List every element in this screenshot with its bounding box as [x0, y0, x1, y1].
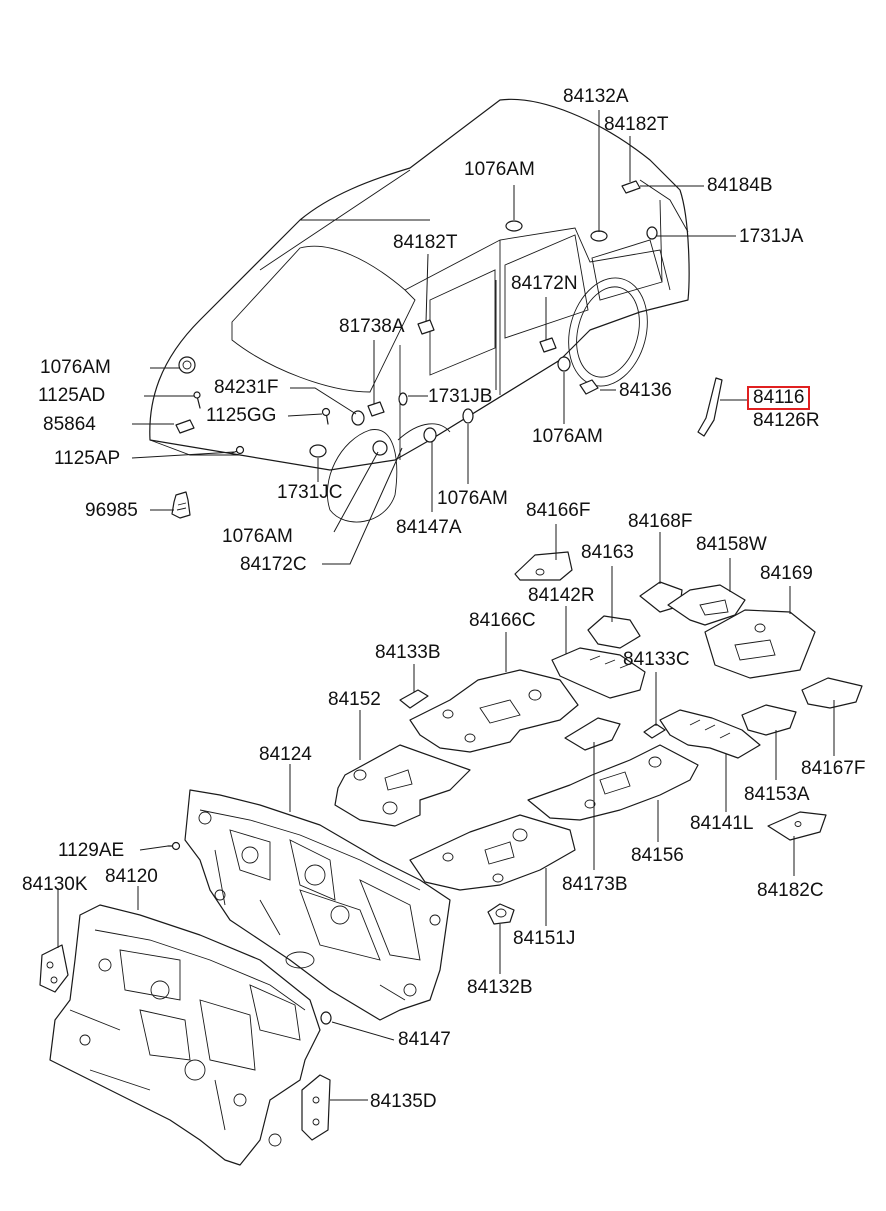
label-1076AM-roof[interactable]: 1076AM — [464, 159, 535, 180]
label-84135D[interactable]: 84135D — [370, 1091, 437, 1112]
label-1076AM-door[interactable]: 1076AM — [222, 526, 293, 547]
label-84142R[interactable]: 84142R — [528, 585, 595, 606]
vehicle-body-outline — [149, 98, 690, 523]
label-84231F[interactable]: 84231F — [214, 377, 279, 398]
label-84147[interactable]: 84147 — [398, 1029, 451, 1050]
label-84184B[interactable]: 84184B — [707, 175, 773, 196]
label-84182T-top[interactable]: 84182T — [604, 114, 669, 135]
plugs-and-grommets — [171, 180, 658, 519]
label-84153A[interactable]: 84153A — [744, 784, 810, 805]
label-84126R[interactable]: 84126R — [753, 410, 820, 431]
label-84172C[interactable]: 84172C — [240, 554, 307, 575]
label-1076AM-rear[interactable]: 1076AM — [437, 488, 508, 509]
label-84169[interactable]: 84169 — [760, 563, 813, 584]
floor-pads — [334, 551, 863, 925]
label-84163[interactable]: 84163 — [581, 542, 634, 563]
label-84168F[interactable]: 84168F — [628, 511, 693, 532]
label-84133C[interactable]: 84133C — [623, 649, 690, 670]
label-84133B[interactable]: 84133B — [375, 642, 441, 663]
label-84172N[interactable]: 84172N — [511, 273, 578, 294]
label-84158W[interactable]: 84158W — [696, 534, 767, 555]
label-84182T-mid[interactable]: 84182T — [393, 232, 458, 253]
label-84166F[interactable]: 84166F — [526, 500, 591, 521]
label-1129AE[interactable]: 1129AE — [58, 840, 125, 861]
label-84141L[interactable]: 84141L — [690, 813, 754, 834]
label-84147A[interactable]: 84147A — [396, 517, 462, 538]
label-1731JA[interactable]: 1731JA — [739, 226, 804, 247]
label-1731JB[interactable]: 1731JB — [428, 386, 493, 407]
label-84120[interactable]: 84120 — [105, 866, 158, 887]
label-84132A[interactable]: 84132A — [563, 86, 629, 107]
label-84116-highlighted[interactable]: 84116 — [747, 386, 811, 410]
label-96985[interactable]: 96985 — [85, 500, 138, 521]
label-84151J[interactable]: 84151J — [513, 928, 576, 949]
label-1076AM-hood[interactable]: 1076AM — [40, 357, 111, 378]
label-84173B[interactable]: 84173B — [562, 874, 628, 895]
label-84136[interactable]: 84136 — [619, 380, 672, 401]
dash-insulators — [39, 789, 451, 1166]
label-1076AM-sill[interactable]: 1076AM — [532, 426, 603, 447]
label-84132B[interactable]: 84132B — [467, 977, 533, 998]
label-85864[interactable]: 85864 — [43, 414, 96, 435]
label-84152[interactable]: 84152 — [328, 689, 381, 710]
label-1125AD[interactable]: 1125AD — [38, 385, 106, 406]
label-84182C[interactable]: 84182C — [757, 880, 824, 901]
label-1125GG[interactable]: 1125GG — [206, 405, 277, 426]
label-84166C[interactable]: 84166C — [469, 610, 536, 631]
label-1731JC[interactable]: 1731JC — [277, 482, 343, 503]
label-84167F[interactable]: 84167F — [801, 758, 866, 779]
label-1125AP[interactable]: 1125AP — [54, 448, 121, 469]
side-strip-part — [697, 377, 723, 437]
leader-lines — [57, 110, 835, 1101]
label-84124[interactable]: 84124 — [259, 744, 312, 765]
label-81738A[interactable]: 81738A — [339, 316, 405, 337]
label-84130K[interactable]: 84130K — [22, 874, 88, 895]
label-84156[interactable]: 84156 — [631, 845, 684, 866]
